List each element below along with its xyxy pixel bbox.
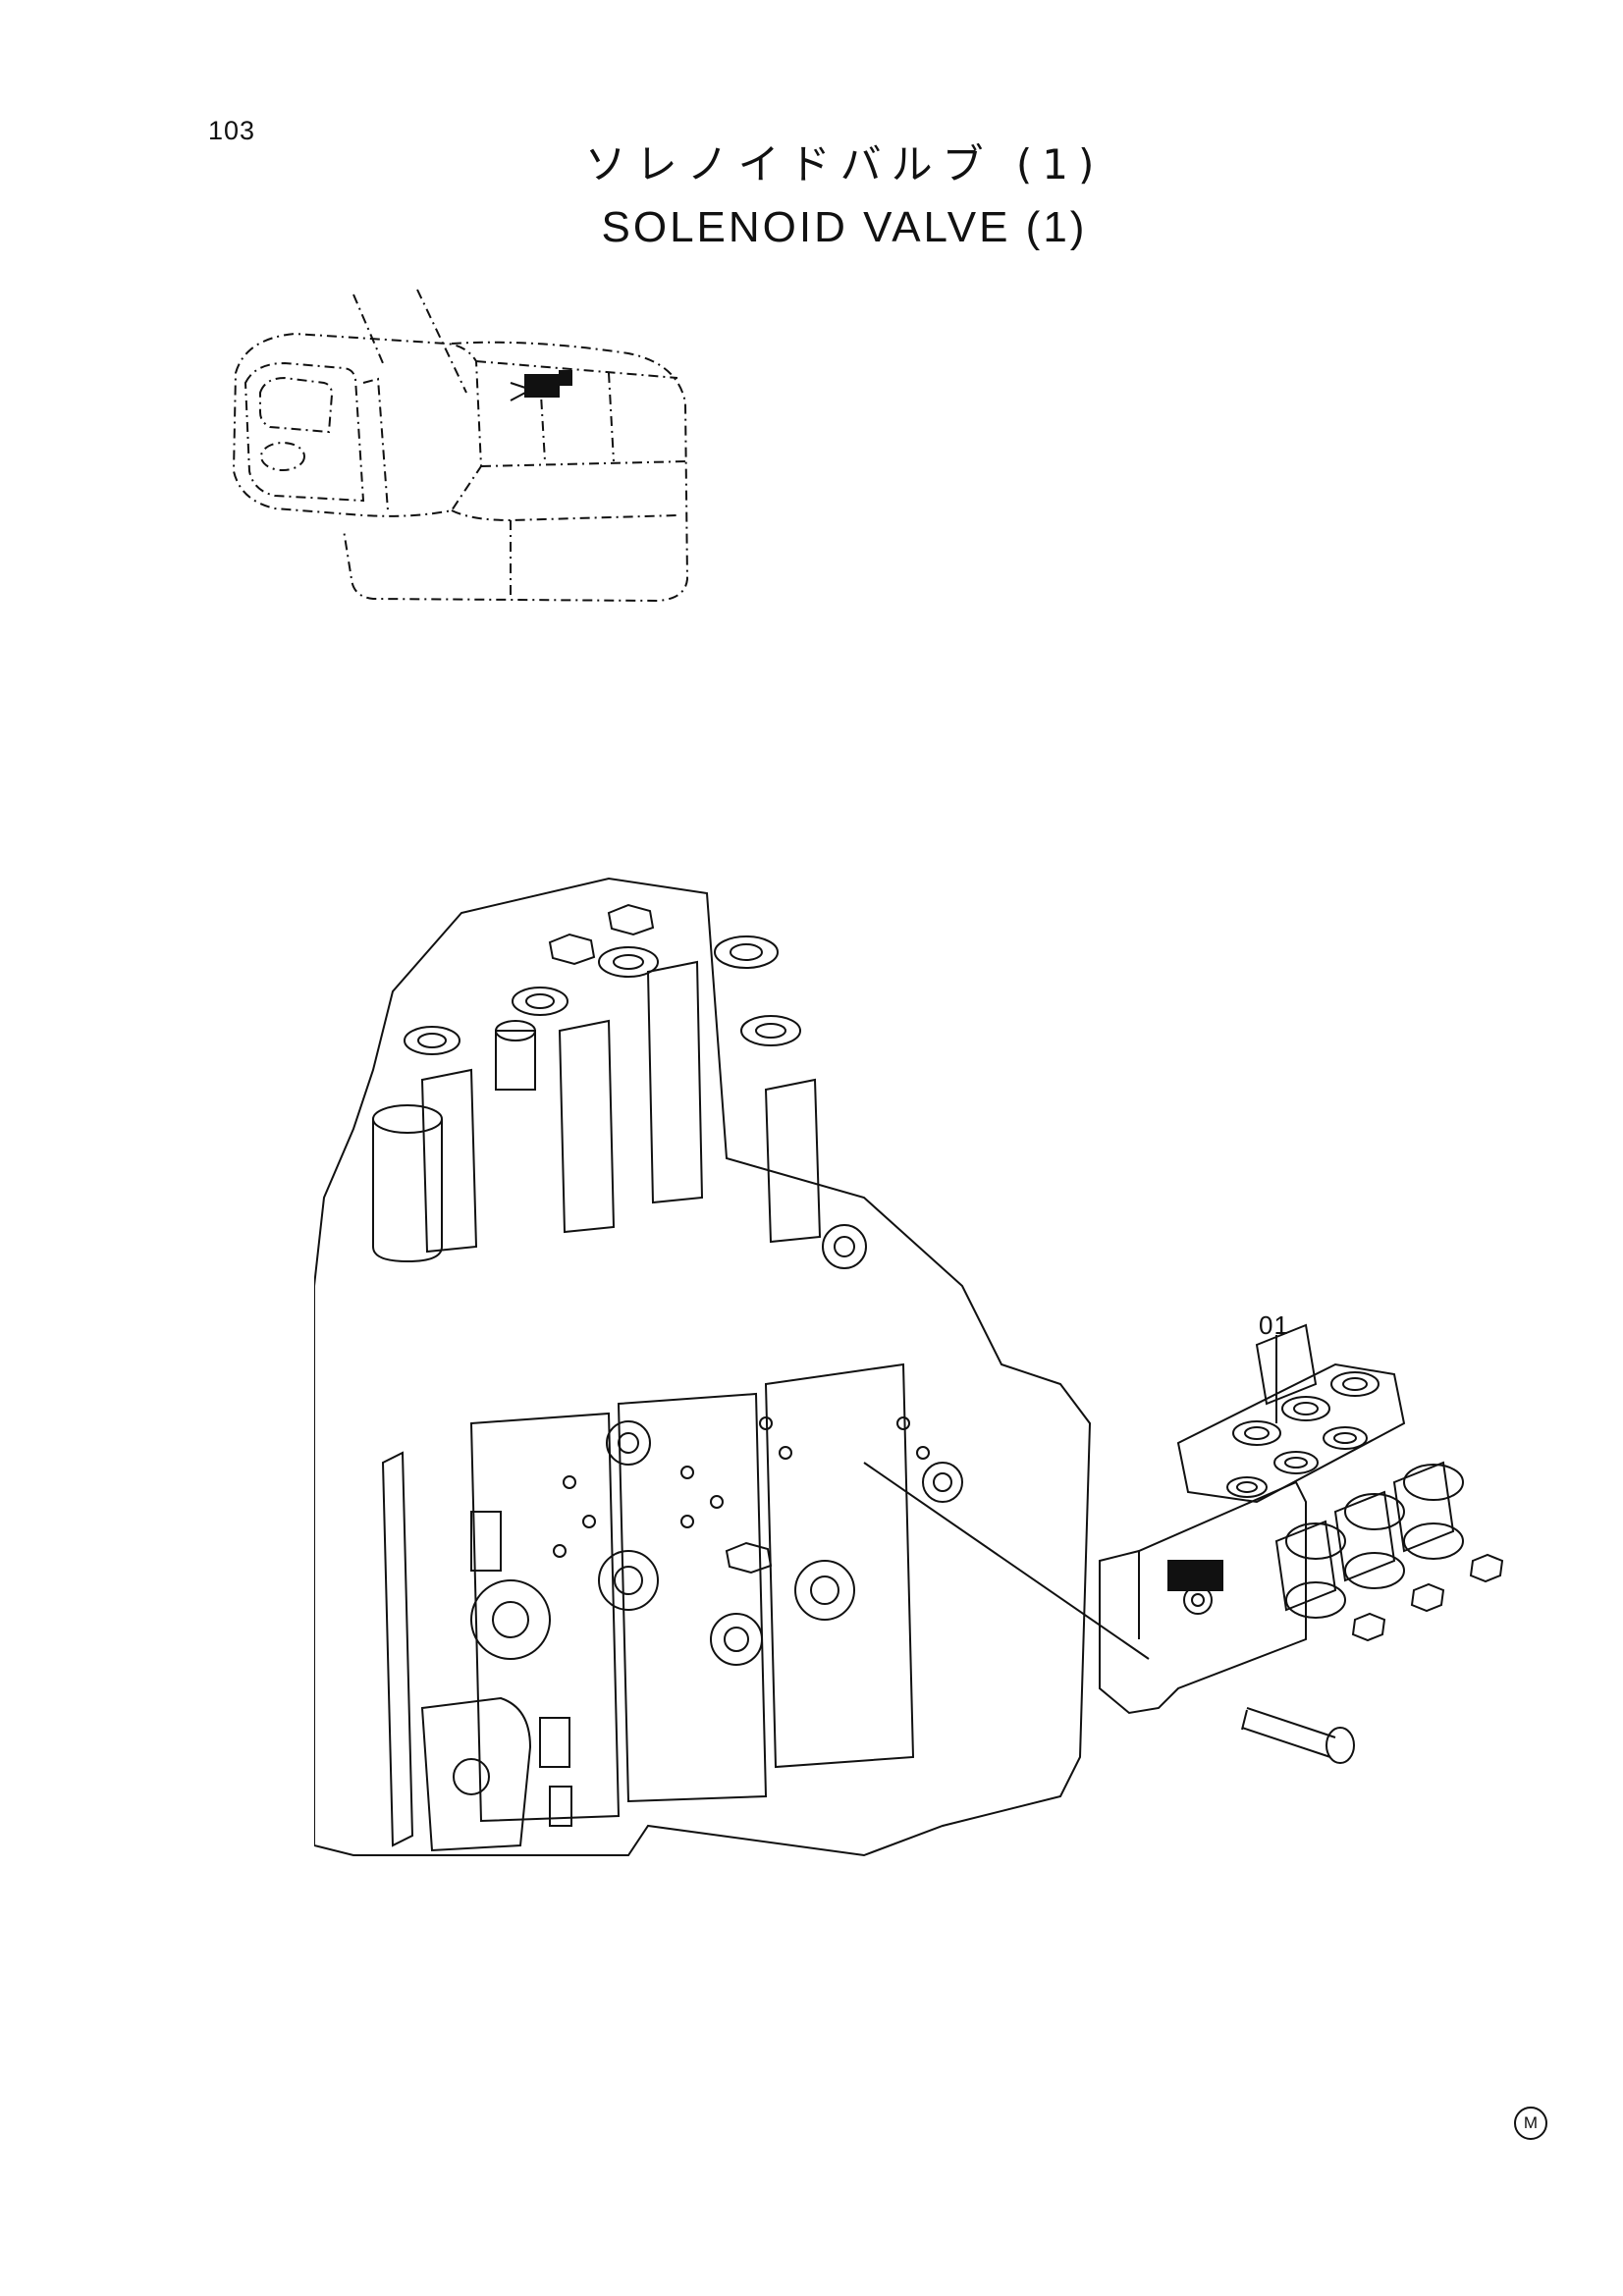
- manual-mark-icon: M: [1514, 2107, 1547, 2140]
- title-block: ソレノイドバルブ (1) SOLENOID VALVE (1): [550, 137, 1139, 255]
- title-japanese: ソレノイドバルブ (1): [584, 140, 1105, 188]
- excavator-cab-icon: [232, 289, 689, 603]
- callout-label-01: 01: [1259, 1310, 1289, 1340]
- title-english: SOLENOID VALVE (1): [601, 203, 1088, 251]
- page-number: 103: [208, 116, 256, 145]
- control-valve-assembly-icon: [314, 877, 1504, 1857]
